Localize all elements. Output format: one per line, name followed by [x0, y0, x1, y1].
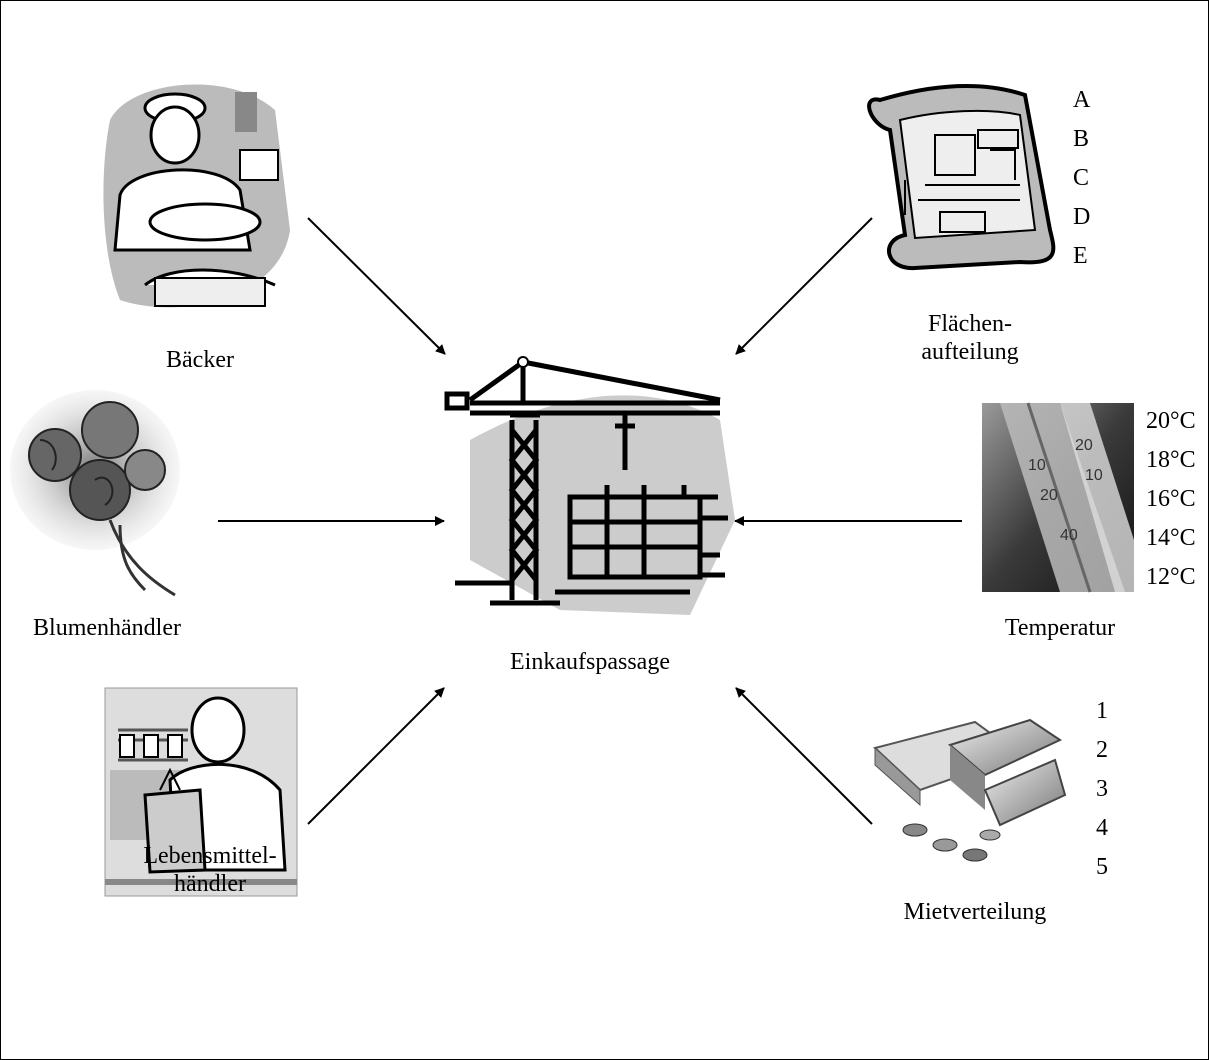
arrows: [218, 217, 962, 825]
baker-icon: [103, 84, 290, 308]
node-label-lebensmittel-line1: Lebensmittel-: [143, 843, 277, 869]
svg-text:10: 10: [1028, 457, 1046, 474]
option-item: C: [1073, 165, 1090, 191]
temperatur-options: 20°C 18°C 16°C 14°C 12°C: [1146, 402, 1196, 597]
option-item: B: [1073, 126, 1090, 152]
option-item: 18°C: [1146, 447, 1196, 473]
miete-options: 1 2 3 4 5: [1096, 692, 1108, 887]
option-item: 4: [1096, 815, 1108, 841]
option-item: 3: [1096, 776, 1108, 802]
node-label-lebensmittel: Lebensmittel- händler: [110, 842, 310, 898]
construction-crane-icon: [444, 356, 735, 615]
option-item: 5: [1096, 854, 1108, 880]
option-item: 14°C: [1146, 525, 1196, 551]
node-label-flaechen-line1: Flächen-: [928, 311, 1012, 337]
svg-text:20: 20: [1040, 487, 1058, 504]
flaechen-options: A B C D E: [1073, 81, 1090, 276]
money-gold-icon: [872, 718, 1067, 862]
svg-text:20: 20: [1075, 437, 1093, 454]
option-item: 20°C: [1146, 408, 1196, 434]
option-item: D: [1073, 204, 1091, 230]
arrow-baecker: [307, 217, 446, 355]
arrow-flaechen: [735, 217, 873, 355]
svg-text:40: 40: [1060, 527, 1078, 544]
floor-plan-icon: [867, 83, 1056, 271]
node-label-flaechen: Flächen- aufteilung: [890, 310, 1050, 366]
option-item: 12°C: [1146, 564, 1196, 590]
option-item: 1: [1096, 698, 1108, 724]
option-item: 16°C: [1146, 486, 1196, 512]
node-label-lebensmittel-line2: händler: [174, 871, 246, 897]
option-item: A: [1073, 87, 1091, 113]
thermometer-icon: 10 20 20 10 40: [982, 402, 1134, 593]
grocer-icon: [104, 687, 298, 897]
arrow-lebensmittel: [307, 687, 445, 825]
node-label-baecker: Bäcker: [166, 347, 234, 373]
flower-bouquet-icon: [10, 390, 180, 597]
center-label: Einkaufspassage: [510, 649, 670, 675]
arrow-miete: [735, 687, 873, 825]
option-item: E: [1073, 243, 1088, 269]
svg-text:10: 10: [1085, 467, 1103, 484]
node-label-flaechen-line2: aufteilung: [921, 339, 1019, 365]
node-label-miete: Mietverteilung: [903, 899, 1047, 925]
node-label-blumenhaendler: Blumenhändler: [33, 615, 181, 641]
option-item: 2: [1096, 737, 1108, 763]
node-label-temperatur: Temperatur: [1004, 615, 1116, 641]
